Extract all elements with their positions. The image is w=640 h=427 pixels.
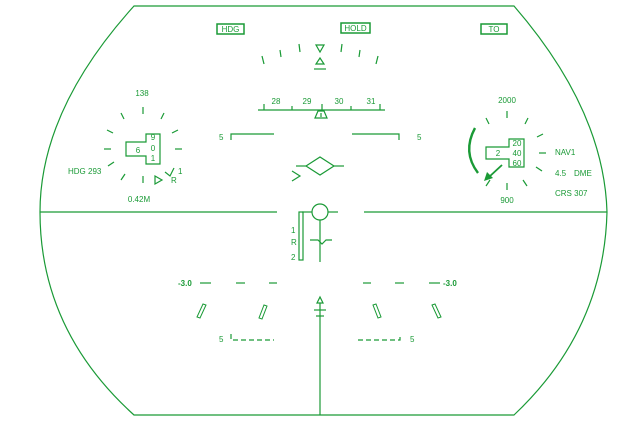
mach-readout: 0.42M xyxy=(128,195,151,204)
heading-readout: HDG 293 xyxy=(68,167,102,176)
pitch-line-lower: 5 5 xyxy=(219,334,415,344)
altitude-dial: 2000 20 2 40 60 900 xyxy=(468,96,546,205)
airspeed-top-value: 138 xyxy=(135,89,149,98)
heading-tick-label: 28 xyxy=(272,97,281,106)
aircraft-reference-icon xyxy=(302,203,338,262)
altitude-pointer-icon xyxy=(484,164,503,181)
altitude-box-digit: 60 xyxy=(513,159,522,168)
pitch-line-upper: 5 5 xyxy=(219,133,422,142)
altitude-top-value: 2000 xyxy=(498,96,516,105)
heading-tick-label: 31 xyxy=(367,97,376,106)
pitch-label: 5 xyxy=(410,335,415,344)
altitude-box-digit: 2 xyxy=(496,149,501,158)
course-readout: CRS 307 xyxy=(555,189,588,198)
mode-hdg-label: HDG xyxy=(222,25,240,34)
deviation-label: R xyxy=(291,238,297,247)
glideslope-icon xyxy=(314,295,326,415)
mode-to-button[interactable]: TO xyxy=(480,23,508,35)
altitude-box-digit: 40 xyxy=(513,149,522,158)
nav-info: NAV1 4.5 DME CRS 307 xyxy=(555,148,592,198)
heading-tape: 28 29 30 31 xyxy=(258,97,385,111)
airspeed-box-digit: 9 xyxy=(151,133,156,142)
roll-scale xyxy=(261,43,379,65)
pitch-label: -3.0 xyxy=(178,279,192,288)
mode-hold-button[interactable]: HOLD xyxy=(340,22,371,34)
vertical-deviation-scale: 1 R 2 xyxy=(291,211,332,262)
airspeed-side-label: R xyxy=(171,176,177,185)
heading-bug-icon xyxy=(314,110,328,119)
display-frame xyxy=(39,5,608,416)
mode-hdg-button[interactable]: HDG xyxy=(216,23,245,35)
airspeed-side-label: 1 xyxy=(178,167,183,176)
altitude-box-digit: 20 xyxy=(513,139,522,148)
airspeed-box-digit: 6 xyxy=(136,146,141,155)
pitch-label: 5 xyxy=(219,133,224,142)
pitch-label: 5 xyxy=(417,133,422,142)
airspeed-dial: 138 9 6 0 1 1 R HDG 293 0.42M xyxy=(68,89,183,204)
roll-pointer-icon xyxy=(314,44,326,70)
nav-source: NAV1 xyxy=(555,148,576,157)
pitch-line-negative: -3.0 -3.0 xyxy=(178,279,457,288)
dme-label: DME xyxy=(574,169,592,178)
heading-tick-label: 29 xyxy=(303,97,312,106)
slant-markers xyxy=(196,303,442,320)
deviation-label: 2 xyxy=(291,253,296,262)
deviation-label: 1 xyxy=(291,226,296,235)
airspeed-box-digit: 0 xyxy=(151,144,156,153)
pitch-label: 5 xyxy=(219,335,224,344)
airspeed-box-digit: 1 xyxy=(151,154,156,163)
mode-to-label: TO xyxy=(489,25,500,34)
heading-tick-label: 30 xyxy=(335,97,344,106)
flight-director-icon xyxy=(291,156,344,182)
mode-hold-label: HOLD xyxy=(344,24,366,33)
dme-value: 4.5 xyxy=(555,169,567,178)
altitude-bottom-value: 900 xyxy=(500,196,514,205)
pitch-label: -3.0 xyxy=(443,279,457,288)
